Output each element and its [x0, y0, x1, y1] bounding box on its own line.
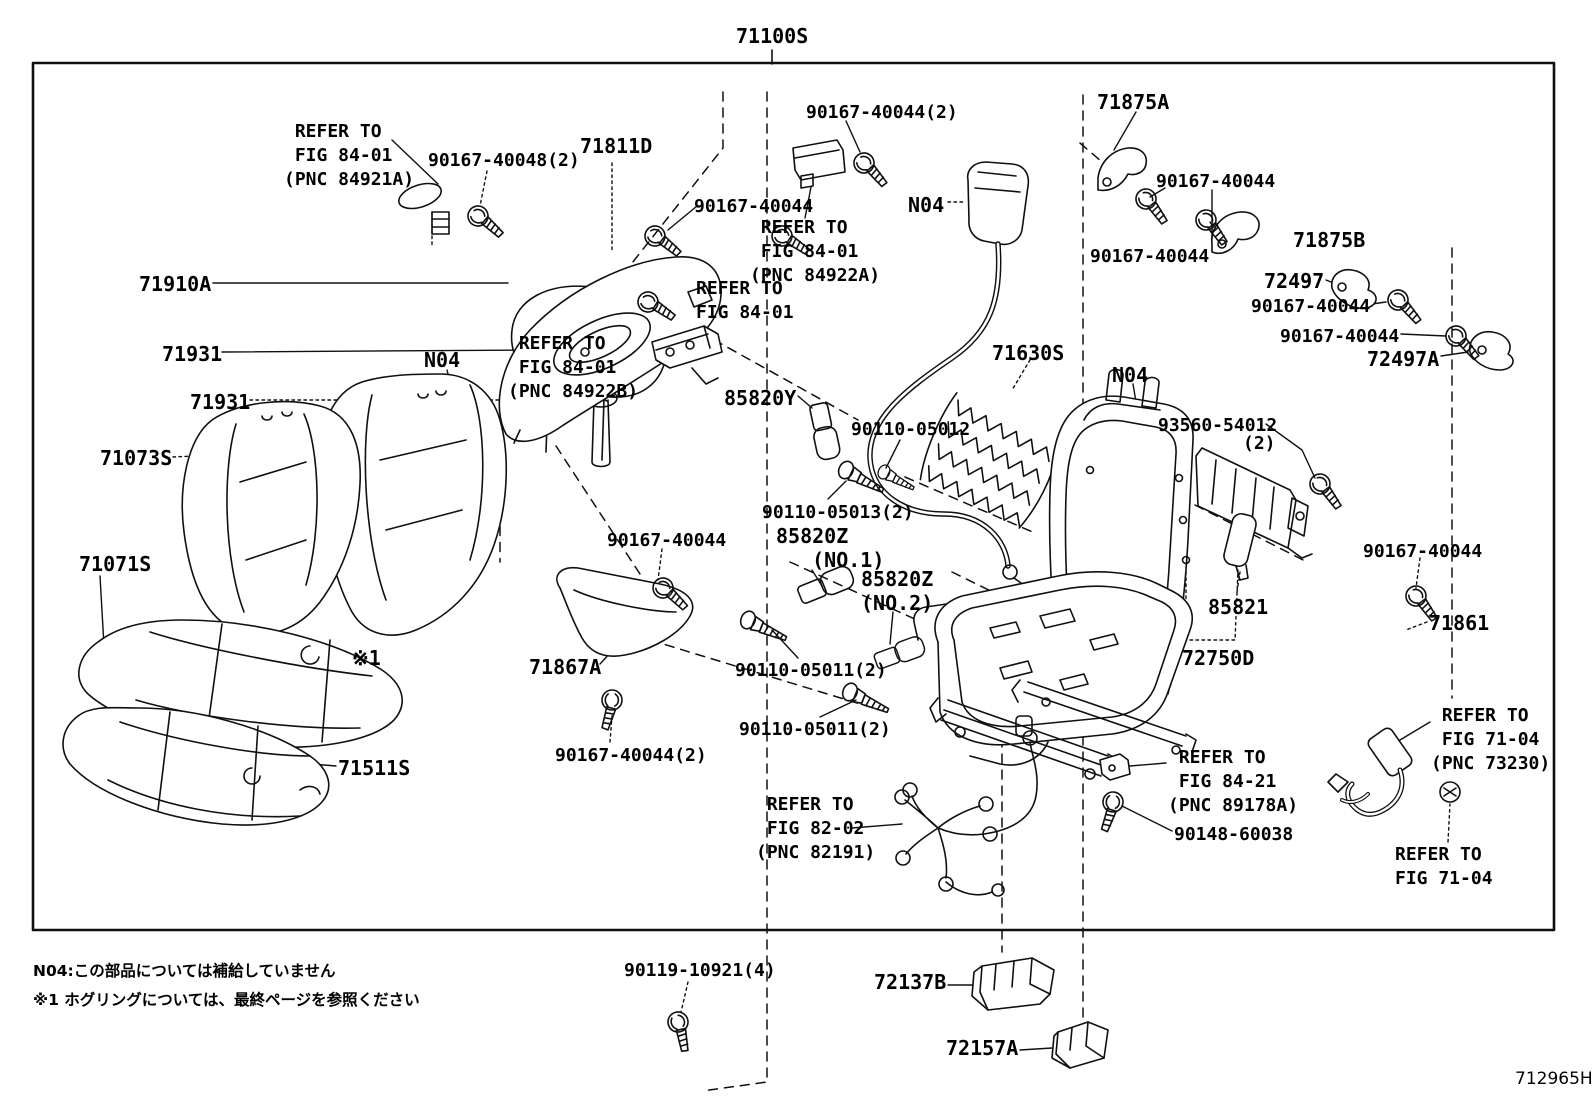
- recliner-cover: [498, 256, 722, 444]
- label-72497: 72497: [1264, 269, 1325, 293]
- label-71811d: 71811D: [580, 134, 653, 158]
- bracket-84922b: [651, 325, 723, 385]
- label-refer-fig84-01: REFER TO FIG 84-01: [696, 278, 794, 323]
- label-90167-40044-armrest: 90167-40044: [607, 530, 727, 551]
- note-remark-1: ※1 ホグリングについては、最終ページを参照ください: [33, 991, 420, 1009]
- label-n04-frame: N04: [1112, 363, 1149, 387]
- label-90167-40044-r1: 90167-40044: [1156, 171, 1276, 192]
- label-refer-fig82-02-pnc82191: REFER TO FIG 82-02 (PNC 82191): [756, 794, 876, 863]
- label-n04-seatback: N04: [424, 348, 461, 372]
- label-refer-fig84-01-pnc84922a: REFER TO FIG 84-01 (PNC 84922A): [750, 217, 881, 286]
- seatbelt-buckle: [1327, 727, 1461, 817]
- label-90167-40044-x2-top: 90167-40044(2): [806, 102, 958, 123]
- label-71931-lower: 71931: [190, 390, 251, 414]
- seat-cushion-frame: [913, 571, 1194, 746]
- label-85820z-no1: 85820Z (NO.1): [776, 524, 885, 572]
- seat-cushion-pad: [62, 706, 330, 826]
- wire-harness: [894, 715, 1038, 897]
- label-71861: 71861: [1429, 611, 1490, 635]
- label-71931-upper: 71931: [162, 342, 223, 366]
- track-cover-72157a: [1051, 1021, 1109, 1069]
- label-85821: 85821: [1208, 595, 1269, 619]
- label-71867a: 71867A: [529, 655, 602, 679]
- armrest-base: [556, 566, 694, 657]
- seatback-board: [1195, 447, 1313, 559]
- label-85820z-no2: 85820Z (NO.2): [861, 567, 934, 615]
- label-72137b: 72137B: [874, 970, 947, 994]
- label-72157a: 72157A: [946, 1036, 1019, 1060]
- seatback-spring: [919, 392, 1059, 529]
- hog-ring-icon: [300, 645, 320, 665]
- seatback-pad: [319, 373, 508, 636]
- label-71630s: 71630S: [992, 341, 1065, 365]
- label-n04-cable: N04: [908, 193, 945, 217]
- note-n04: N04:この部品については補給していません: [33, 962, 336, 980]
- hook-72497: [1330, 268, 1377, 310]
- seatback-cover: [181, 400, 361, 636]
- bracket-84922a: [792, 139, 846, 189]
- recliner-cable: [867, 161, 1030, 589]
- label-71071s: 71071S: [79, 552, 152, 576]
- label-90167-40044-r3: 90167-40044: [1251, 296, 1371, 317]
- label-71511s: 71511S: [338, 756, 411, 780]
- label-93560-qty: (2): [1243, 433, 1276, 454]
- diagram-border: [31, 49, 1556, 932]
- label-remark-1: ※1: [352, 646, 381, 670]
- label-71910a: 71910A: [139, 272, 212, 296]
- label-71073s: 71073S: [100, 446, 173, 470]
- label-90148-60038: 90148-60038: [1174, 824, 1294, 845]
- clip-and-grommet: [398, 182, 450, 235]
- label-90110-05011-x2-lower: 90110-05011(2): [739, 719, 891, 740]
- label-90110-05012: 90110-05012: [851, 419, 971, 440]
- label-90167-40044-shield: 90167-40044: [694, 196, 814, 217]
- label-71875a: 71875A: [1097, 90, 1170, 114]
- label-figure-title: 71100S: [736, 24, 809, 48]
- label-90110-05013-x2: 90110-05013(2): [762, 502, 914, 523]
- label-72497a: 72497A: [1367, 347, 1440, 371]
- label-90119-10921-x4: 90119-10921(4): [624, 960, 776, 981]
- bracket-89178a: [1099, 753, 1131, 781]
- label-refer-fig84-01-pnc84922b: REFER TO FIG 84-01 (PNC 84922B): [508, 333, 639, 402]
- label-72750d: 72750D: [1182, 646, 1255, 670]
- label-71875b: 71875B: [1293, 228, 1366, 252]
- sheet-code: 712965H: [1515, 1069, 1592, 1089]
- label-90110-05011-x2-upper: 90110-05011(2): [735, 660, 887, 681]
- label-90167-40044-r2: 90167-40044: [1090, 246, 1210, 267]
- label-refer-fig84-21-pnc89178a: REFER TO FIG 84-21 (PNC 89178A): [1168, 747, 1299, 816]
- label-refer-fig84-01-pnc84921a: REFER TO FIG 84-01 (PNC 84921A): [284, 121, 415, 190]
- label-93560-54012: 93560-54012: [1158, 415, 1278, 436]
- label-90167-40044-r4: 90167-40044: [1280, 326, 1400, 347]
- label-90167-40044-x2-armrest: 90167-40044(2): [555, 745, 707, 766]
- hinge-cover-71875a: [1097, 147, 1148, 192]
- lumbar-support: [1223, 512, 1257, 581]
- label-refer-fig71-04-pnc73230: REFER TO FIG 71-04 (PNC 73230): [1431, 705, 1551, 774]
- hook-72497a: [1468, 330, 1514, 371]
- track-cover-72137b: [971, 957, 1055, 1011]
- label-90167-40048-x2: 90167-40048(2): [428, 150, 580, 171]
- label-85820y: 85820Y: [724, 386, 797, 410]
- label-refer-fig71-04: REFER TO FIG 71-04: [1395, 844, 1493, 889]
- label-90167-40044-knob: 90167-40044: [1363, 541, 1483, 562]
